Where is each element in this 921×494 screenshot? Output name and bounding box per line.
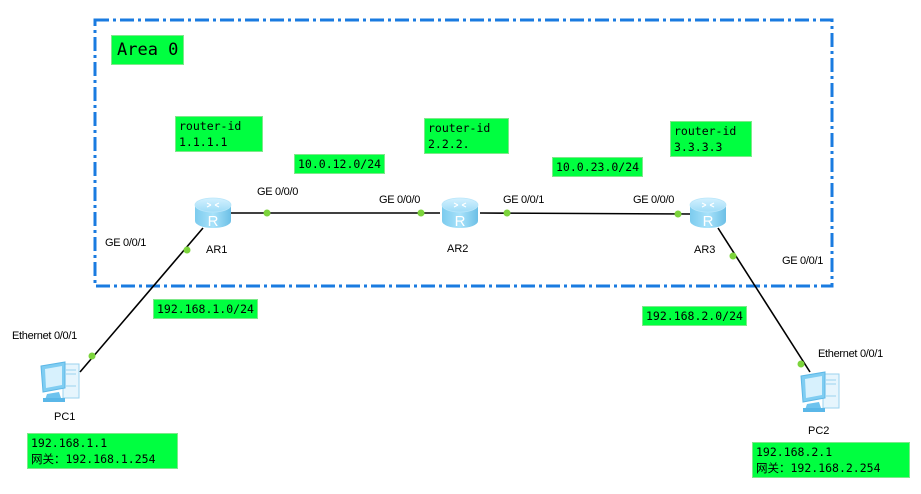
link-ar3-pc2[interactable] — [717, 227, 811, 373]
port-dot-ar1-ge001 — [183, 246, 191, 254]
port-label-ar2-ge000: GE 0/0/0 — [379, 194, 421, 206]
port-dot-ar1-ge000 — [263, 209, 271, 217]
pc1-gateway: 网关：192.168.1.254 — [31, 452, 156, 466]
router-icon-ar2[interactable] — [441, 197, 479, 231]
port-label-ar1-ge000: GE 0/0/0 — [257, 186, 299, 198]
router-icon-ar3[interactable] — [689, 197, 727, 231]
router-id-value: 3.3.3.3 — [674, 140, 723, 154]
pc1-ip-box: 192.168.1.1 网关：192.168.1.254 — [27, 433, 178, 469]
router-icon-ar1[interactable] — [194, 197, 232, 231]
port-dot-ar2-ge001 — [503, 209, 511, 217]
pc2-ip: 192.168.2.1 — [756, 445, 833, 459]
router-name-ar2: AR2 — [447, 243, 469, 255]
port-label-pc2-eth: Ethernet 0/0/1 — [818, 348, 883, 360]
area-boundary — [93, 18, 834, 288]
network-label-ar2-ar3: 10.0.23.0/24 — [552, 157, 644, 177]
router-id-value: 1.1.1.1 — [179, 135, 228, 149]
router-id-ar3: router-id 3.3.3.3 — [670, 121, 752, 157]
router-id-title: router-id — [674, 124, 737, 138]
pc1-ip: 192.168.1.1 — [31, 436, 108, 450]
pc-icon-pc2[interactable] — [800, 371, 840, 413]
router-id-value: 2.2.2. — [428, 137, 470, 151]
router-id-ar1: router-id 1.1.1.1 — [175, 116, 263, 152]
pc2-gateway: 网关：192.168.2.254 — [756, 461, 881, 475]
network-label-ar1-pc1: 192.168.1.0/24 — [153, 299, 258, 319]
port-label-ar3-ge001: GE 0/0/1 — [782, 255, 824, 267]
port-label-ar3-ge000: GE 0/0/0 — [633, 194, 675, 206]
pc2-ip-box: 192.168.2.1 网关：192.168.2.254 — [752, 442, 910, 478]
router-name-ar1: AR1 — [206, 244, 228, 256]
router-name-ar3: AR3 — [694, 244, 716, 256]
pc-name-pc1: PC1 — [54, 411, 76, 423]
port-label-ar1-ge001: GE 0/0/1 — [105, 237, 147, 249]
link-ar1-pc1[interactable] — [79, 227, 204, 373]
port-label-ar2-ge001: GE 0/0/1 — [503, 194, 545, 206]
port-dot-pc2-eth — [797, 360, 805, 368]
pc-name-pc2: PC2 — [808, 425, 830, 437]
port-label-pc1-eth: Ethernet 0/0/1 — [12, 330, 77, 342]
network-label-ar3-pc2: 192.168.2.0/24 — [642, 306, 747, 326]
port-dot-ar2-ge000 — [417, 209, 425, 217]
network-label-ar1-ar2: 10.0.12.0/24 — [294, 154, 386, 174]
pc-icon-pc1[interactable] — [40, 361, 80, 403]
port-dot-ar3-ge000 — [674, 210, 682, 218]
router-id-ar2: router-id 2.2.2. — [424, 118, 509, 154]
port-dot-pc1-eth — [88, 352, 96, 360]
link-ar2-ar3[interactable] — [479, 212, 691, 215]
router-id-title: router-id — [179, 119, 242, 133]
area-label: Area 0 — [111, 35, 185, 65]
port-dot-ar3-ge001 — [729, 252, 737, 260]
router-id-title: router-id — [428, 121, 491, 135]
